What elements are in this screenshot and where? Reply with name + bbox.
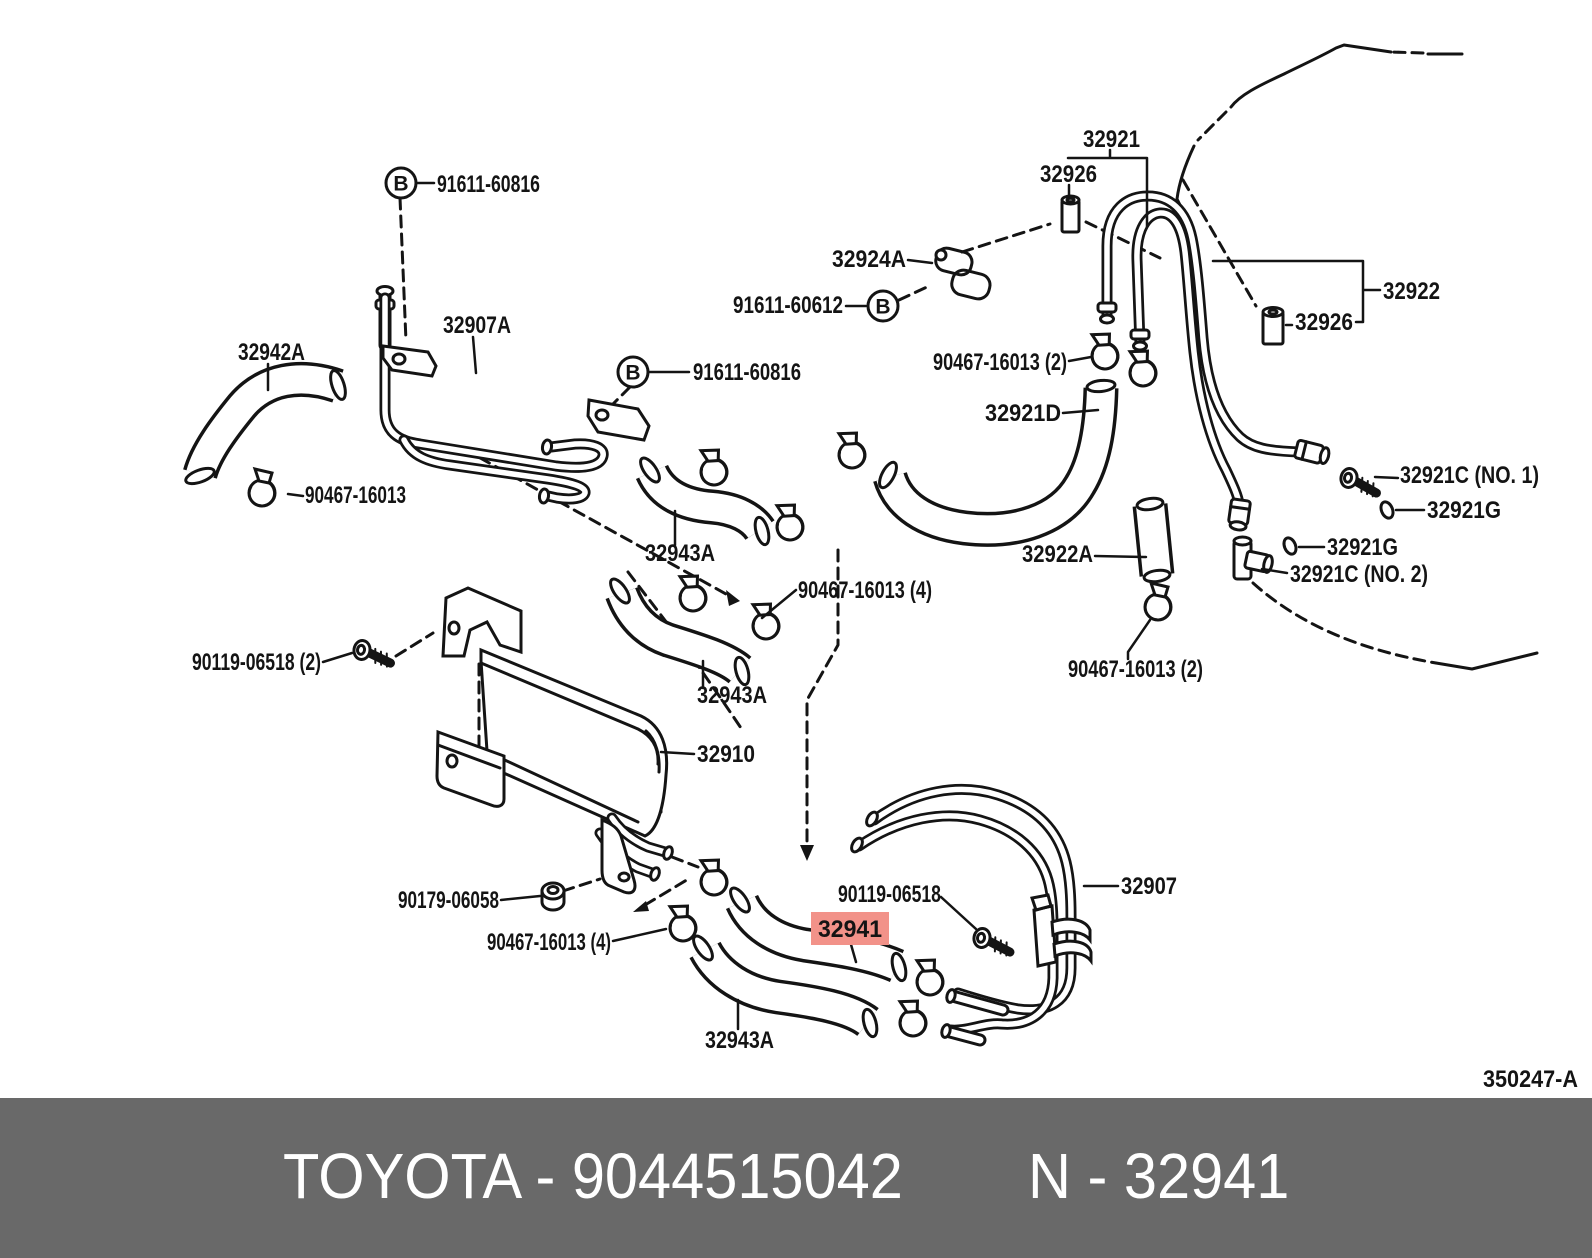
bolt-marker-circle-1 (616, 355, 650, 389)
bolt-marker-circle-2 (866, 289, 900, 323)
bolt-marker-letter-2: B (875, 296, 890, 319)
oil-cooler-32910 (435, 586, 674, 895)
part-label-32921g-2: 32921G (1327, 534, 1398, 561)
part-label-32907a: 32907A (443, 312, 511, 339)
part-label-32922: 32922 (1383, 278, 1440, 305)
bolt-marker-circle-0 (384, 166, 418, 200)
pipe-union-fitting-2 (1227, 497, 1252, 532)
part-label-32943a-3: 32943A (705, 1027, 774, 1054)
hose-32943a-2 (607, 576, 751, 686)
hose-32943a-1 (637, 455, 771, 546)
part-label-32942a: 32942A (238, 339, 305, 366)
bolt-90119-06518 (972, 927, 1013, 956)
vehicle-body-outline (1171, 43, 1539, 671)
part-label-32910: 32910 (697, 741, 755, 768)
part-label-90467-16013: 90467-16013 (305, 482, 406, 509)
o-ring-32921g-1 (1379, 500, 1395, 520)
banner-part-code: TOYOTA - 9044515042 (283, 1140, 903, 1212)
clamp-bracket-32924a (934, 246, 992, 301)
pipe-union-fitting-1 (1293, 439, 1331, 465)
part-label-32943a-2: 32943A (697, 682, 767, 709)
pipe-assembly-32907a (374, 285, 651, 505)
cooler-upper-bracket (441, 586, 523, 658)
pipe-bracket-plate-2 (586, 398, 651, 442)
bolt-marker-letter-0: B (393, 173, 408, 196)
part-label-32924a: 32924A (832, 246, 906, 273)
part-label-90467-16013-2a: 90467-16013 (2) (933, 349, 1067, 376)
collar-32926-a (1060, 194, 1081, 234)
part-label-32922a: 32922A (1022, 541, 1093, 568)
part-label-32941: 32941 (818, 916, 882, 943)
o-ring-32921g-2 (1282, 536, 1298, 556)
part-label-90119-06518: 90119-06518 (838, 881, 941, 908)
part-label-32921g-1: 32921G (1427, 497, 1501, 524)
part-label-91611-60612: 91611-60612 (733, 292, 843, 319)
collar-32926-b (1261, 306, 1285, 346)
cooler-body (479, 647, 669, 838)
bolt-marker-letter-1: B (625, 362, 640, 385)
part-label-90467-16013-2b: 90467-16013 (2) (1068, 656, 1203, 683)
footer-banner: TOYOTA - 9044515042 N - 32941 (0, 1098, 1592, 1258)
part-label-90467-16013-4b: 90467-16013 (4) (487, 929, 611, 956)
part-label-91611-60816-b: 91611-60816 (693, 359, 801, 386)
hose-32922a (1136, 497, 1170, 584)
part-label-32921: 32921 (1083, 126, 1140, 153)
part-label-32926-b: 32926 (1295, 309, 1353, 336)
tee-union-32921c-no2 (1232, 535, 1274, 581)
part-label-91611-60816-a: 91611-60816 (437, 171, 540, 198)
pipe-assembly-32921-32922 (1096, 196, 1331, 532)
part-label-90179-06058: 90179-06058 (398, 887, 499, 914)
pipe-assembly-32907 (850, 789, 1093, 1047)
leader-lines (266, 148, 1426, 1031)
union-bolt-32921c-no1 (1338, 467, 1380, 497)
banner-part-number: N - 32941 (1028, 1140, 1290, 1212)
part-label-90119-06518-2: 90119-06518 (2) (192, 649, 321, 676)
part-label-drawing-code: 350247-A (1483, 1066, 1578, 1093)
part-label-32943a-1: 32943A (645, 540, 715, 567)
hose-32921d (876, 379, 1115, 529)
part-label-32921c-no2: 32921C (NO. 2) (1290, 561, 1428, 588)
part-label-90467-16013-4a: 90467-16013 (4) (798, 577, 932, 604)
part-label-32921c-no1: 32921C (NO. 1) (1400, 462, 1539, 489)
highlight-box-32941 (811, 912, 889, 945)
pipe-bracket-plate-1 (381, 344, 438, 378)
bolt-90119-06518-2 (352, 639, 393, 667)
part-label-32907: 32907 (1121, 873, 1177, 900)
nut-90179-06058 (540, 881, 566, 912)
hose-32941 (727, 885, 908, 982)
part-label-32921d: 32921D (985, 400, 1061, 427)
hose-32942a (184, 369, 348, 487)
hose-32943a-3 (690, 933, 879, 1038)
part-label-32926-a: 32926 (1040, 161, 1097, 188)
